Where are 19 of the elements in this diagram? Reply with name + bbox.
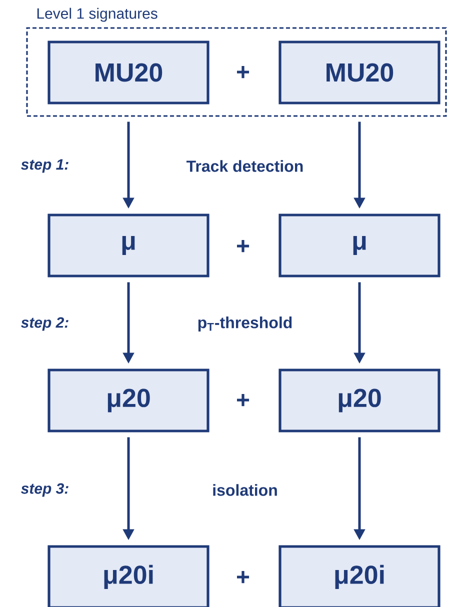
plus-sign: +: [237, 394, 250, 406]
signature-box: μ20: [48, 368, 210, 432]
step-label: step 2:: [21, 317, 68, 331]
signature-box: μ20i: [278, 545, 440, 607]
step-label: step 3:: [21, 483, 68, 497]
step-label: step 1:: [21, 159, 68, 173]
step-description: isolation: [213, 484, 277, 496]
plus-sign: +: [237, 240, 250, 252]
signature-box: MU20: [48, 40, 210, 104]
step-description: p$_{T}$-threshold: [198, 316, 292, 332]
signature-box: μ: [48, 214, 210, 278]
plus-sign: +: [237, 66, 250, 78]
signature-box: μ: [278, 214, 440, 278]
group-heading: Level 1 signatures: [37, 8, 158, 22]
step-description: Track detection: [186, 160, 303, 172]
plus-sign: +: [237, 570, 250, 584]
signature-box: MU20: [278, 40, 440, 104]
signature-box: μ20i: [48, 545, 210, 607]
signature-box: μ20: [278, 368, 440, 432]
